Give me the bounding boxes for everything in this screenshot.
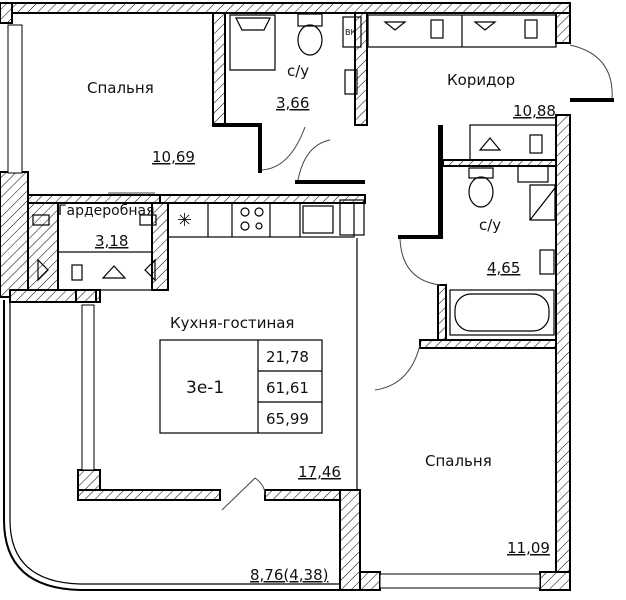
room-name-wardrobe: Гардеробная xyxy=(58,203,155,219)
sink-icon xyxy=(344,69,358,95)
entrance-door[interactable] xyxy=(569,44,613,101)
toilet-icon xyxy=(468,176,494,208)
window xyxy=(81,304,95,471)
hanger-icon xyxy=(478,137,502,151)
fixtures: ВК ✳ xyxy=(32,13,557,336)
hanger-icon xyxy=(101,265,127,279)
room-area-bathroom1: 3,66 xyxy=(276,94,309,112)
room-name-bedroom1: Спальня xyxy=(87,79,154,97)
room-area-corridor: 10,88 xyxy=(513,102,556,120)
hanger-icon xyxy=(144,258,156,282)
room-name-bathroom1: с/у xyxy=(287,62,309,80)
room-name-kitchen-living: Кухня-гостиная xyxy=(170,314,294,332)
room-area-bathroom2: 4,65 xyxy=(487,259,520,277)
door-bedroom2[interactable] xyxy=(374,344,421,391)
door-bathroom1[interactable] xyxy=(261,126,306,171)
walls xyxy=(0,2,571,591)
toilet-icon xyxy=(297,24,323,56)
room-name-corridor: Коридор xyxy=(447,71,515,89)
window xyxy=(7,24,23,174)
window xyxy=(379,573,541,589)
bathtub-icon xyxy=(449,289,555,336)
fan-icon: ✳ xyxy=(177,210,192,231)
balcony-door[interactable] xyxy=(221,477,266,511)
apartment-summary-box: 3е-1 21,78 61,61 65,99 xyxy=(159,339,323,434)
room-name-bedroom2: Спальня xyxy=(425,452,492,470)
hanger-icon xyxy=(383,21,407,31)
room-name-bathroom2: с/у xyxy=(479,216,501,234)
door-kitchen[interactable] xyxy=(297,139,331,181)
kitchen-sink-icon xyxy=(302,205,334,234)
balcony-outline xyxy=(3,300,355,591)
room-area-balcony: 8,76(4,38) xyxy=(250,566,329,584)
apartment-type: 3е-1 xyxy=(186,378,224,398)
living-area: 21,78 xyxy=(266,348,309,366)
total-area: 61,61 xyxy=(266,379,309,397)
room-area-wardrobe: 3,18 xyxy=(95,232,128,250)
stove-icon xyxy=(240,207,264,231)
vent-label: ВК xyxy=(345,28,356,37)
bed-icon xyxy=(229,14,276,71)
hanger-icon xyxy=(473,21,497,31)
hanger-icon xyxy=(37,258,49,282)
room-area-bedroom1: 10,69 xyxy=(152,148,195,166)
room-area-bedroom2: 11,09 xyxy=(507,539,550,557)
room-area-kitchen-living: 17,46 xyxy=(298,463,341,481)
door-bathroom2[interactable] xyxy=(399,238,441,286)
sink-icon xyxy=(539,249,555,275)
total-area-with-balcony: 65,99 xyxy=(266,410,309,428)
